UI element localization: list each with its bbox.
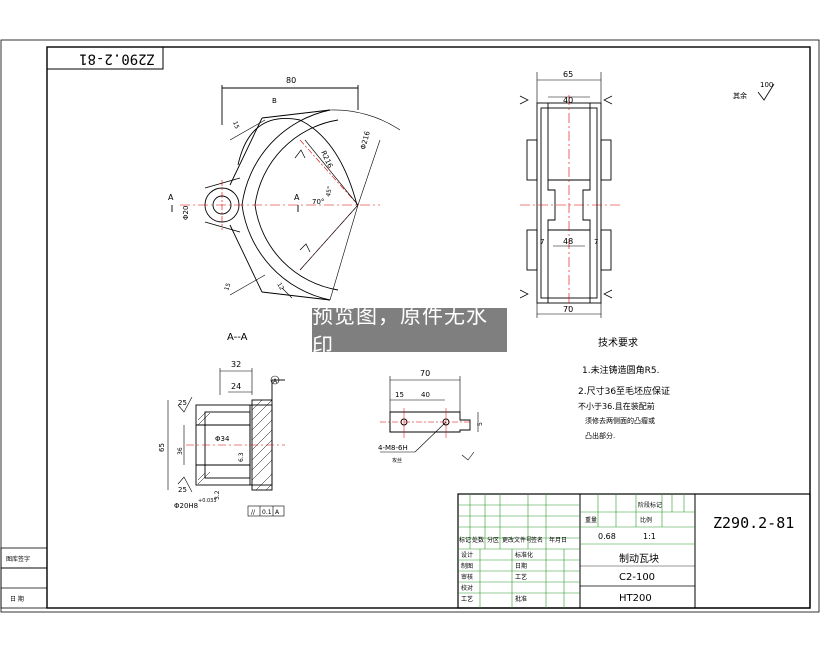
- part-name: 制动瓦块: [619, 552, 659, 565]
- rev-header: 年月日: [549, 536, 567, 544]
- rough-3-2: 3.2: [214, 490, 221, 500]
- watermark-banner: 预览图，原件无水印: [312, 304, 507, 358]
- mirrored-code-box: Z290.2-81: [46, 46, 164, 70]
- dim-7a-side: 7: [540, 238, 544, 246]
- datum-a-section: A: [273, 378, 278, 385]
- title-block: 标记 处数 分区 更改文件号 签名 年月日 设计 审核 工艺 制图 校对 标准化…: [457, 493, 811, 609]
- material: HT200: [619, 593, 652, 604]
- dim-7b-side: 7: [594, 238, 598, 246]
- fit-tolerance: +0.033: [198, 498, 217, 504]
- outer-frame: [0, 39, 820, 613]
- role-label: 制图: [461, 562, 473, 570]
- dim-15-bottom: 15: [223, 282, 232, 292]
- dim-phi216: Φ216: [359, 130, 372, 151]
- roughness-value: 100: [760, 81, 773, 89]
- dim-24-section: 24: [231, 382, 241, 391]
- role-label: 工艺: [515, 573, 527, 581]
- rough-25-bottom: 25: [178, 486, 187, 494]
- thread-callout: 4-M8-6H: [378, 444, 408, 452]
- dim-70-bottom: 70: [420, 369, 430, 378]
- date-label: 日 期: [10, 595, 24, 603]
- rev-header: 标记: [459, 536, 471, 544]
- bottom-view-labels: 70 15 40 5 4-M8-6H 攻丝: [378, 369, 484, 464]
- rev-header: 更改文件号: [502, 536, 532, 544]
- inner-frame: [46, 46, 811, 609]
- tol-parallel-symbol: //: [251, 509, 256, 516]
- role-label: 审核: [461, 573, 473, 581]
- angle-45: 45°: [325, 186, 334, 198]
- rev-header: 分区: [487, 536, 499, 544]
- fit-label: Φ20H8: [174, 502, 198, 510]
- front-view-labels: B R216 Φ216 Φ20 70° 45° A A 15 15 12: [168, 97, 372, 292]
- tol-datum: A: [275, 509, 280, 516]
- technical-requirements: 技术要求 1.未注铸造圆角R5. 2.尺寸36至毛坯应保证 不小于36.且在装配…: [578, 336, 670, 440]
- roughness-icon: [757, 83, 775, 101]
- roughness-note: 其余 100: [733, 81, 775, 101]
- dim-65-side: 65: [563, 70, 573, 79]
- role-label: 工艺: [461, 595, 473, 603]
- scale-value: 1:1: [643, 532, 656, 541]
- section-mark-a-right: A: [294, 193, 300, 202]
- sign-label: 图库签字: [6, 555, 30, 563]
- rev-header: 处数: [472, 536, 484, 544]
- dim-65-section: 65: [158, 443, 166, 452]
- tech-req-item: 不小于36.且在装配前: [578, 401, 655, 411]
- part-code: C2-100: [619, 572, 655, 583]
- section-mark-a-left: A: [168, 193, 174, 202]
- left-sign-boxes: 图库签字 日 期: [0, 547, 48, 609]
- section-label: A--A: [227, 332, 248, 343]
- weight-header: 重量: [585, 516, 597, 524]
- label-b: B: [272, 97, 277, 105]
- side-view: [519, 72, 620, 318]
- dim-15-bottom: 15: [395, 391, 404, 399]
- dim-70-side: 70: [563, 305, 573, 314]
- dim-5-bottom: 5: [477, 422, 484, 426]
- dim-32-section: 32: [231, 360, 241, 369]
- bottom-view: [380, 376, 479, 461]
- section-view-labels: 32 24 A 25 25 65 36 Φ34 Φ20H8 +0.033 3.2…: [158, 360, 280, 516]
- role-label: 标准化: [515, 551, 533, 559]
- tech-req-item: 凸出部分.: [585, 431, 615, 440]
- rough-6-3: 6.3: [238, 452, 245, 462]
- drawing-code: Z290.2-81: [713, 514, 794, 532]
- angle-70: 70°: [312, 198, 324, 206]
- dim-r216: R216: [319, 149, 334, 169]
- role-label: 批准: [515, 595, 527, 603]
- dim-40-bottom: 40: [421, 391, 430, 399]
- front-view: 80: [171, 76, 401, 301]
- rough-25-top: 25: [178, 399, 187, 407]
- weight-value: 0.68: [598, 532, 616, 541]
- dim-48-side: 48: [563, 237, 573, 246]
- role-label: 设计: [461, 551, 473, 559]
- mirrored-drawing-code: Z290.2-81: [79, 50, 155, 66]
- side-view-labels: 65 40 48 70 7 7: [540, 70, 598, 314]
- dim-12: 12: [275, 282, 285, 292]
- dim-phi34: Φ34: [215, 435, 230, 443]
- tech-req-item: 须修去两侧面的凸瘤或: [585, 416, 655, 425]
- stage-header: 阶段标记: [638, 501, 662, 509]
- dim-36-section: 36: [177, 447, 184, 455]
- role-label: 校对: [461, 584, 473, 592]
- dim-40-side: 40: [563, 96, 573, 105]
- tech-req-item: 2.尺寸36至毛坯应保证: [578, 385, 670, 397]
- roughness-other-label: 其余: [733, 91, 747, 100]
- tech-req-item: 1.未注铸造圆角R5.: [582, 364, 659, 376]
- dim-phi20: Φ20: [182, 206, 190, 220]
- tol-value: 0.1: [262, 509, 272, 516]
- rev-header: 签名: [531, 536, 543, 544]
- dim-15-top: 15: [231, 120, 240, 130]
- role-label: 日期: [515, 562, 527, 570]
- section-view: [167, 368, 285, 517]
- thread-note: 攻丝: [392, 457, 402, 464]
- dim-80-front: 80: [286, 76, 296, 85]
- tech-req-title: 技术要求: [598, 336, 638, 349]
- scale-header: 比例: [640, 516, 652, 524]
